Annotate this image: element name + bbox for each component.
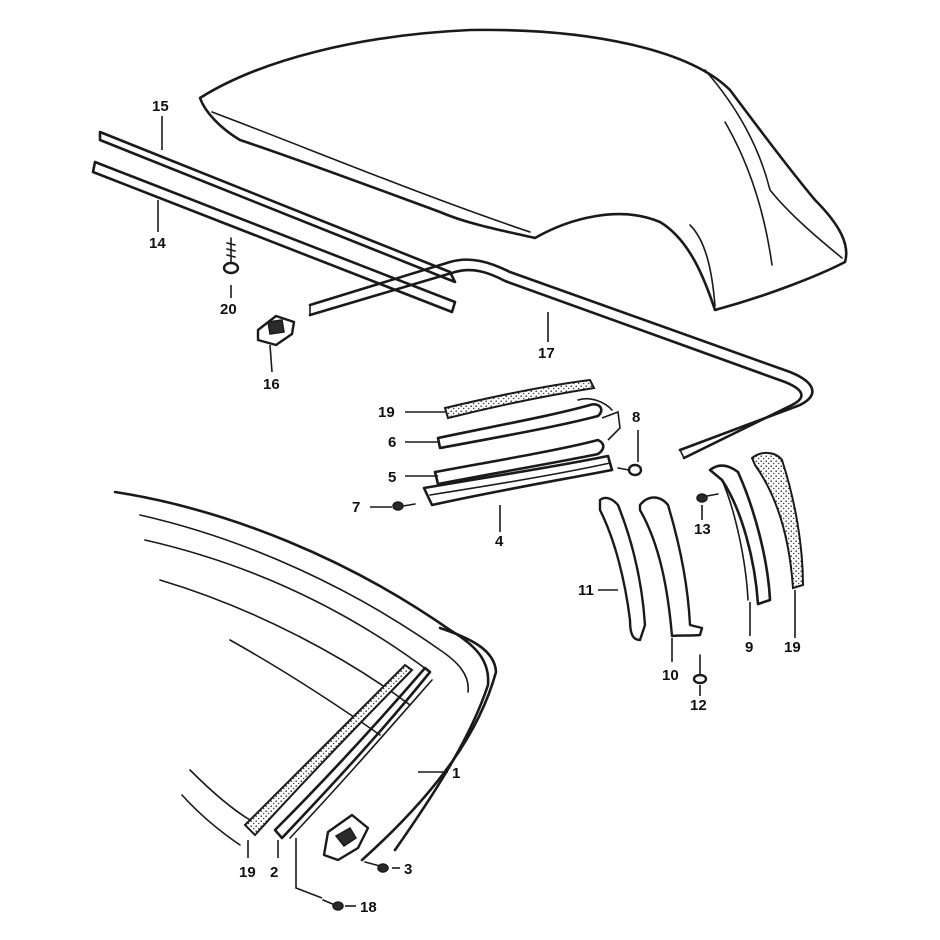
part-17-top-seal (308, 258, 814, 460)
leader-lines (157, 116, 796, 907)
part-11-pillar-trim (598, 496, 647, 642)
callout-10: 10 (662, 667, 679, 684)
part-20-screw (222, 237, 240, 275)
callout-9: 9 (745, 639, 753, 656)
part-19-upper-strip (443, 378, 596, 420)
callout-18: 18 (360, 899, 377, 916)
part-13-screw (696, 493, 719, 503)
callout-12: 12 (690, 697, 707, 714)
callout-1: 1 (452, 765, 460, 782)
callout-3: 3 (404, 861, 412, 878)
callout-20: 20 (220, 301, 237, 318)
callout-19-right: 19 (784, 639, 801, 656)
part-9-pillar-seal (708, 464, 772, 606)
part-1-windshield-frame-seal (322, 626, 498, 862)
part-6-rail (436, 397, 613, 450)
part-10-pillar-cover (638, 496, 704, 638)
callout-16: 16 (263, 376, 280, 393)
part-3-screw (364, 861, 389, 873)
callout-13: 13 (694, 521, 711, 538)
part-8-screw (617, 463, 643, 477)
callout-2: 2 (270, 864, 278, 881)
part-14-seal-strip (91, 160, 457, 314)
part-2-channel (273, 666, 433, 840)
callout-7: 7 (352, 499, 360, 516)
part-12-screw (692, 654, 708, 685)
callout-5: 5 (388, 469, 396, 486)
part-15-seal-strip (98, 130, 457, 284)
callout-labels: 1 2 3 4 5 6 7 8 9 10 11 12 13 14 15 16 1… (149, 98, 801, 916)
callout-11: 11 (578, 582, 594, 599)
windshield-frame (113, 490, 490, 852)
part-18-screw (322, 899, 344, 911)
part-7-screw (392, 501, 416, 511)
part-4-rail-channel (422, 454, 614, 507)
callout-19-upper: 19 (378, 404, 395, 421)
callout-8: 8 (632, 409, 640, 426)
part-19-right-strip (750, 452, 805, 590)
part-19-lower-strip (243, 663, 414, 837)
part-5-rail (433, 438, 605, 486)
callout-6: 6 (388, 434, 396, 451)
convertible-top (198, 28, 848, 312)
callout-15: 15 (152, 98, 169, 115)
callout-14: 14 (149, 235, 166, 252)
callout-19-lower: 19 (239, 864, 256, 881)
part-16-clip (256, 314, 296, 347)
callout-17: 17 (538, 345, 555, 362)
callout-4: 4 (495, 533, 504, 550)
